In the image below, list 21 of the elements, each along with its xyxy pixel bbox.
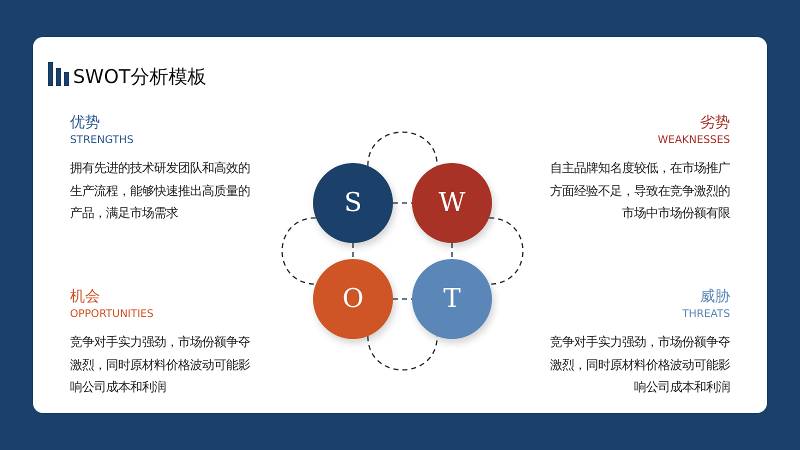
dashed-connector	[489, 217, 524, 285]
section-subheading: WEAKNESSES	[658, 134, 730, 146]
dashed-connector	[393, 298, 412, 300]
section-heading: 优势	[70, 113, 100, 132]
dashed-connector	[451, 243, 453, 259]
description-text: 拥有先进的技术研发团队和高效的生产流程，能够快速推出高质量的产品，满足市场需求	[70, 160, 251, 222]
dashed-connector	[393, 202, 412, 204]
section-subheading: THREATS	[682, 308, 730, 320]
dashed-connector	[352, 243, 354, 259]
description-text: 竞争对手实力强劲，市场份额争夺激烈，同时原材料价格波动可能影响公司成本和利润	[549, 334, 730, 396]
dashed-connector	[367, 336, 438, 370]
section-heading: 劣势	[700, 113, 730, 132]
section-subheading: OPPORTUNITIES	[70, 308, 154, 320]
section-heading: 机会	[70, 287, 100, 306]
section-heading: 威胁	[700, 287, 730, 306]
section-subheading: STRENGTHS	[70, 134, 134, 146]
description-text: 自主品牌知名度较低，在市场推广方面经验不足，导致在竞争激烈的市场中市场份额有限	[549, 160, 730, 222]
dashed-connector	[282, 217, 316, 285]
description-text: 竞争对手实力强劲，市场份额争夺激烈，同时原材料价格波动可能影响公司成本和利润	[70, 334, 251, 396]
title: SWOT分析模板	[73, 65, 206, 90]
dashed-connector	[367, 132, 438, 166]
